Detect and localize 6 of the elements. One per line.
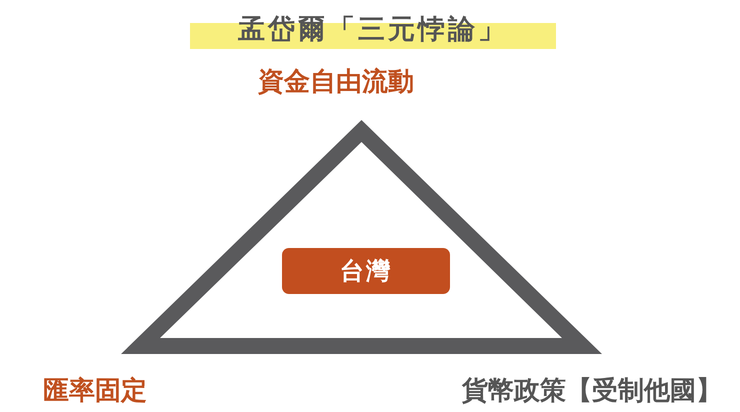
vertex-label: 匯率固定	[43, 375, 147, 407]
vertex-label: 資金自由流動	[258, 66, 414, 98]
triangle-outline	[121, 120, 602, 354]
vertex-label: 貨幣政策【受制他國】	[462, 375, 722, 407]
node-label-box: 台灣	[282, 248, 450, 294]
diagram-title: 孟岱爾「三元悖論」	[190, 15, 556, 49]
